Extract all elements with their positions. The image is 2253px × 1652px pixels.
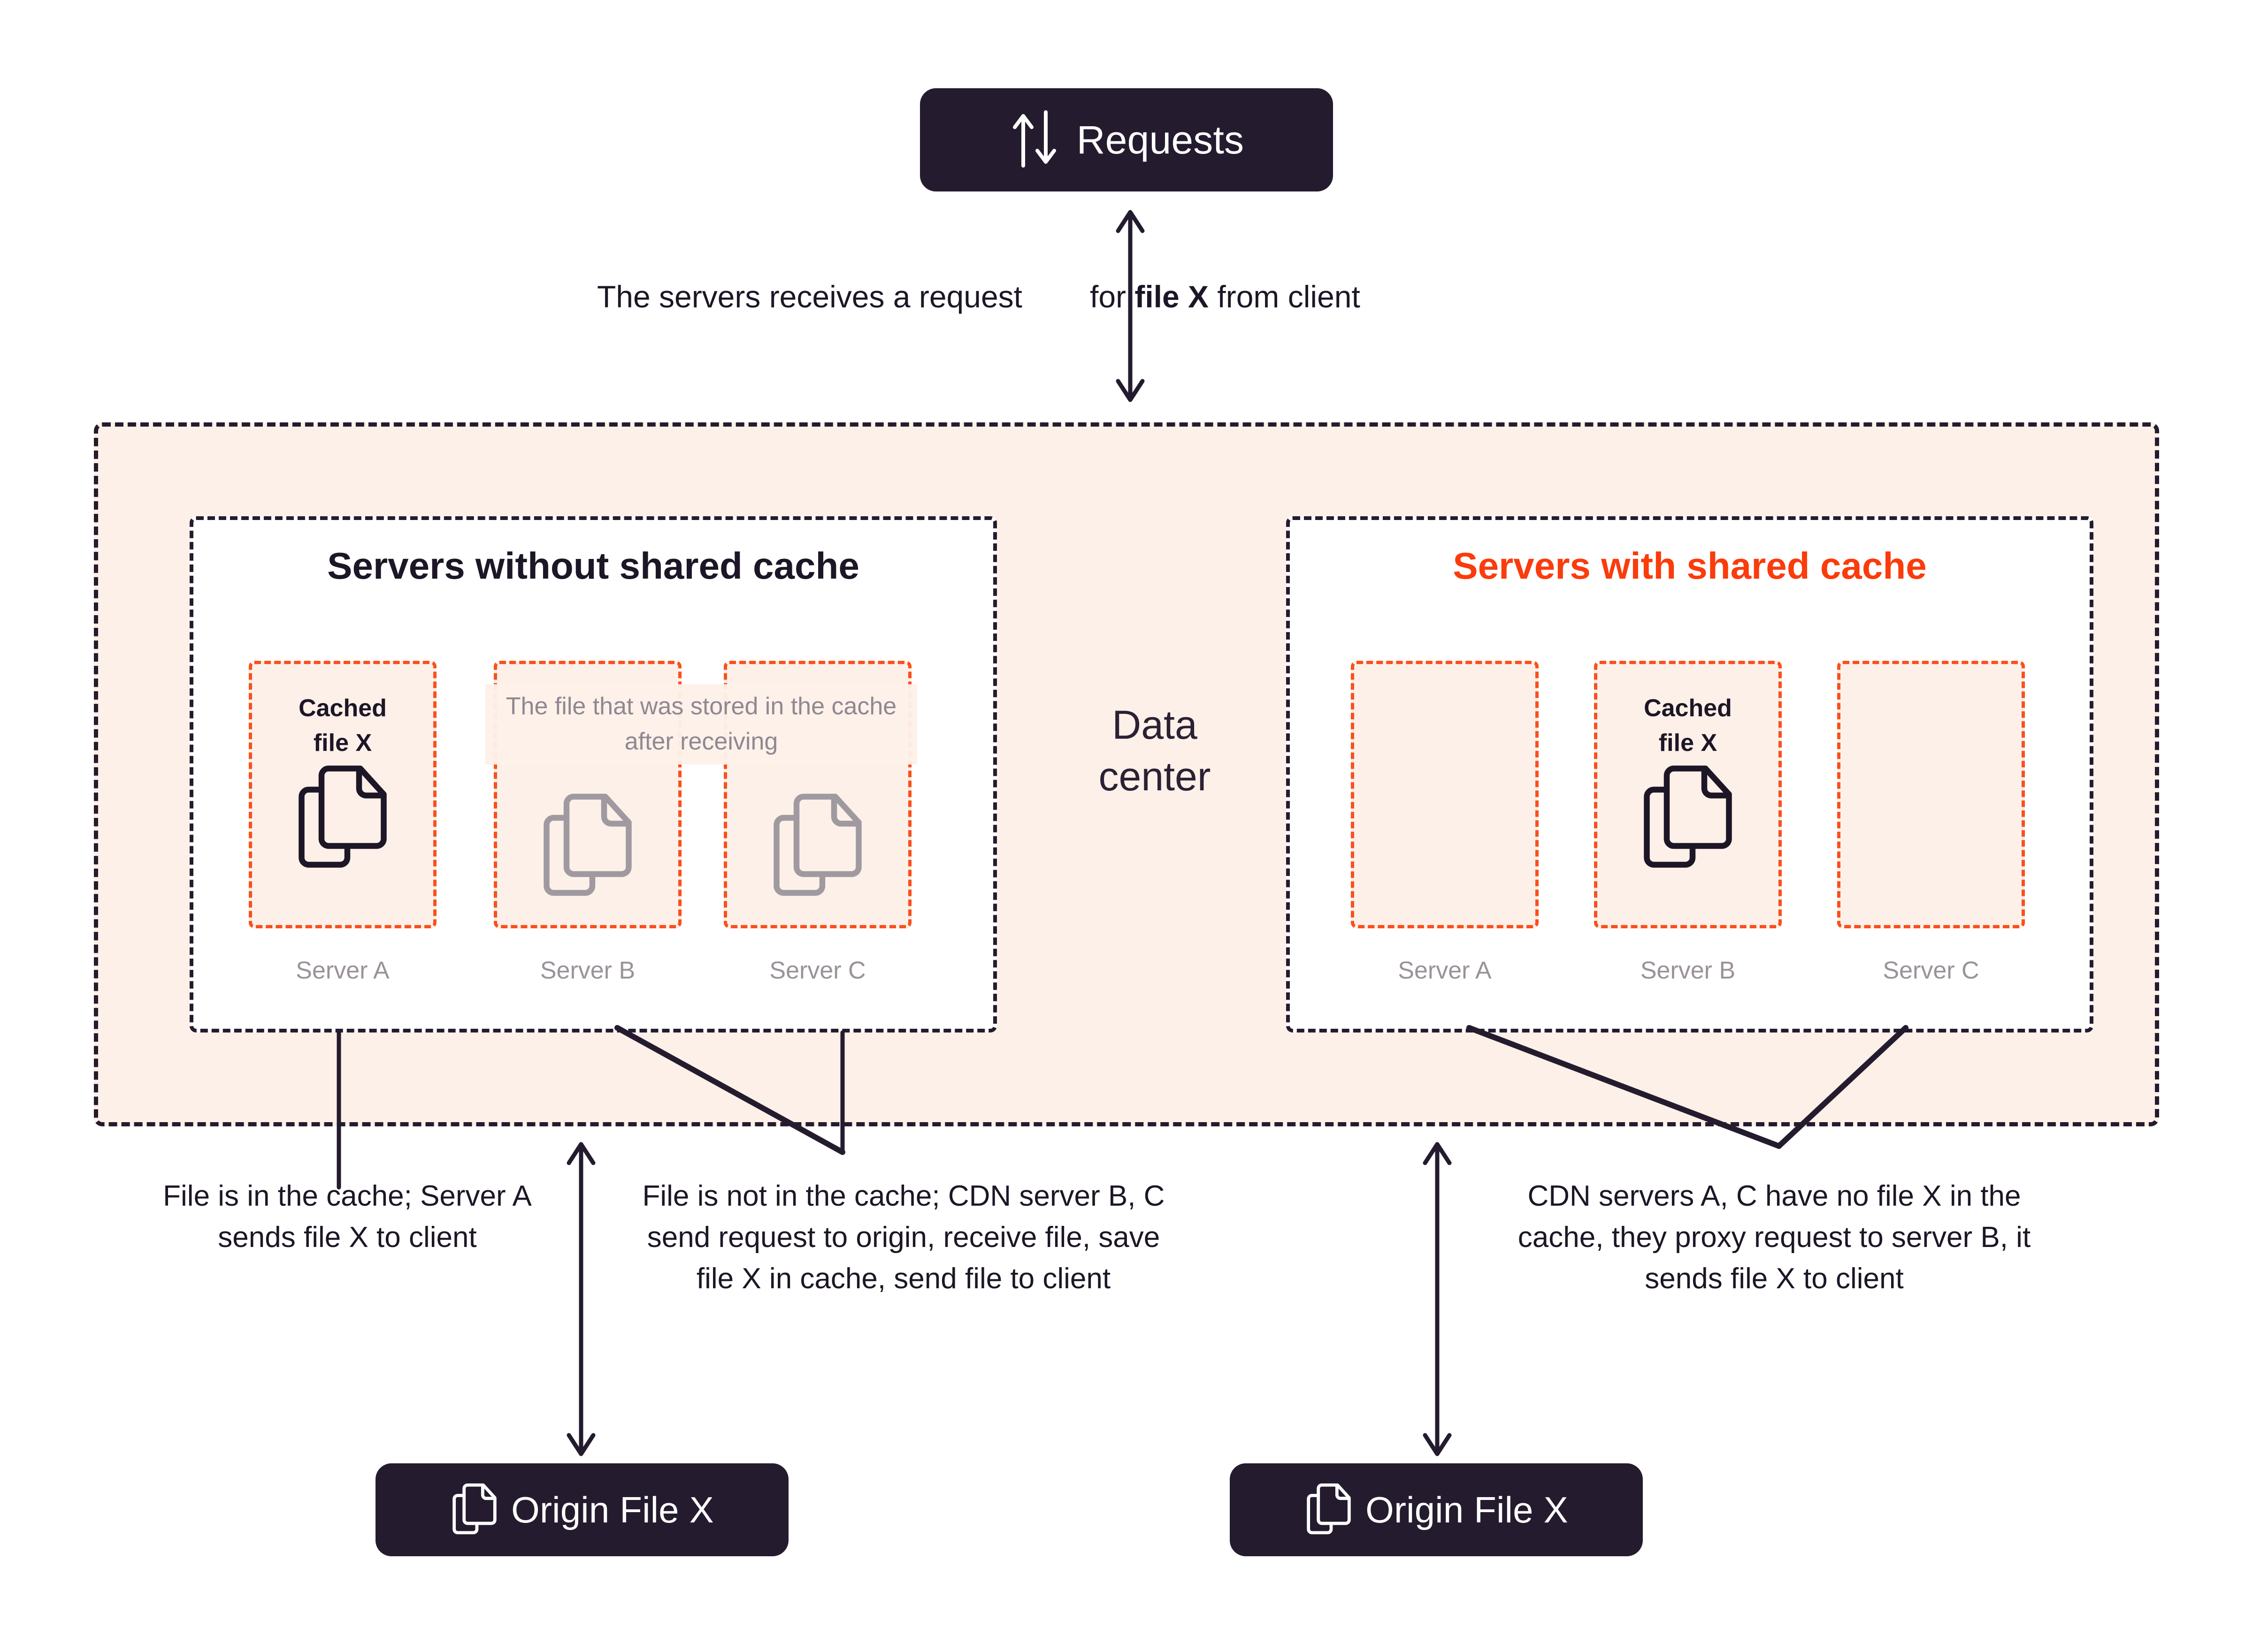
top-caption-right-prefix: for <box>1090 279 1135 314</box>
requests-badge-label: Requests <box>1076 117 1244 162</box>
caption-left: File is in the cache; Server A sends fil… <box>163 1180 532 1254</box>
data-center-label-line1: Data <box>1112 703 1197 748</box>
cache-label-line2: file X <box>1658 729 1717 757</box>
cache-label-line1: Cached <box>299 695 387 722</box>
panel-servers-with-shared-cache: Servers with shared cache Cached file X … <box>1286 516 2093 1032</box>
caption-right: CDN servers A, C have no file X in the c… <box>1517 1180 2031 1295</box>
data-center-label-line2: center <box>1098 754 1211 800</box>
arrow-datacenter-to-origin-left <box>567 1142 596 1456</box>
panel-right-title: Servers with shared cache <box>1453 545 1927 587</box>
cache-slot-right-server-b[interactable]: Cached file X <box>1594 661 1782 928</box>
cache-slot-right-b-label: Cached file X <box>1597 691 1778 761</box>
cache-slot-left-a-label: Cached file X <box>252 691 433 761</box>
files-icon <box>1639 758 1737 878</box>
arrow-datacenter-to-origin-right <box>1423 1142 1452 1456</box>
server-name-left-b: Server B <box>540 957 636 984</box>
top-caption-left: The servers receives a request <box>597 279 1022 314</box>
origin-badge-right-label: Origin File X <box>1365 1489 1568 1530</box>
server-name-right-c: Server C <box>1883 957 1979 984</box>
requests-badge[interactable]: Requests <box>920 88 1333 191</box>
panel-servers-without-shared-cache: Servers without shared cache Cached file… <box>190 516 997 1032</box>
cache-slot-left-server-c[interactable] <box>724 661 912 928</box>
file-icon-slot <box>1597 758 1778 878</box>
cache-slot-left-server-a[interactable]: Cached file X <box>249 661 437 928</box>
files-icon <box>768 786 867 906</box>
cache-label-line2: file X <box>313 729 372 757</box>
origin-badge-left-label: Origin File X <box>511 1489 714 1530</box>
server-name-right-b: Server B <box>1640 957 1736 984</box>
file-icon-slot <box>252 758 433 878</box>
files-icon <box>1304 1480 1353 1540</box>
origin-file-x-badge-right[interactable]: Origin File X <box>1230 1463 1643 1556</box>
top-caption-right-suffix: from client <box>1209 279 1360 314</box>
panel-left-title: Servers without shared cache <box>327 545 859 587</box>
files-icon <box>450 1480 499 1540</box>
top-caption-file-x: file X <box>1134 279 1209 314</box>
server-name-right-a: Server A <box>1398 957 1492 984</box>
cache-slot-right-server-a[interactable] <box>1351 661 1539 928</box>
caption-middle: File is not in the cache; CDN server B, … <box>642 1180 1165 1295</box>
server-name-left-c: Server C <box>769 957 866 984</box>
server-name-left-a: Server A <box>296 957 390 984</box>
top-caption-right: for file X from client <box>1056 277 1601 317</box>
file-icon-slot <box>727 786 908 906</box>
file-icon-slot <box>497 786 678 906</box>
up-down-arrows-icon <box>1009 108 1061 172</box>
cache-slot-right-server-c[interactable] <box>1837 661 2025 928</box>
cache-slot-left-server-b[interactable] <box>494 661 682 928</box>
top-caption: The servers receives a request for file … <box>512 277 1601 317</box>
files-icon <box>293 758 392 878</box>
cache-label-line1: Cached <box>1644 695 1732 722</box>
origin-file-x-badge-left[interactable]: Origin File X <box>376 1463 789 1556</box>
files-icon <box>538 786 637 906</box>
data-center-label: Data center <box>1023 699 1286 803</box>
